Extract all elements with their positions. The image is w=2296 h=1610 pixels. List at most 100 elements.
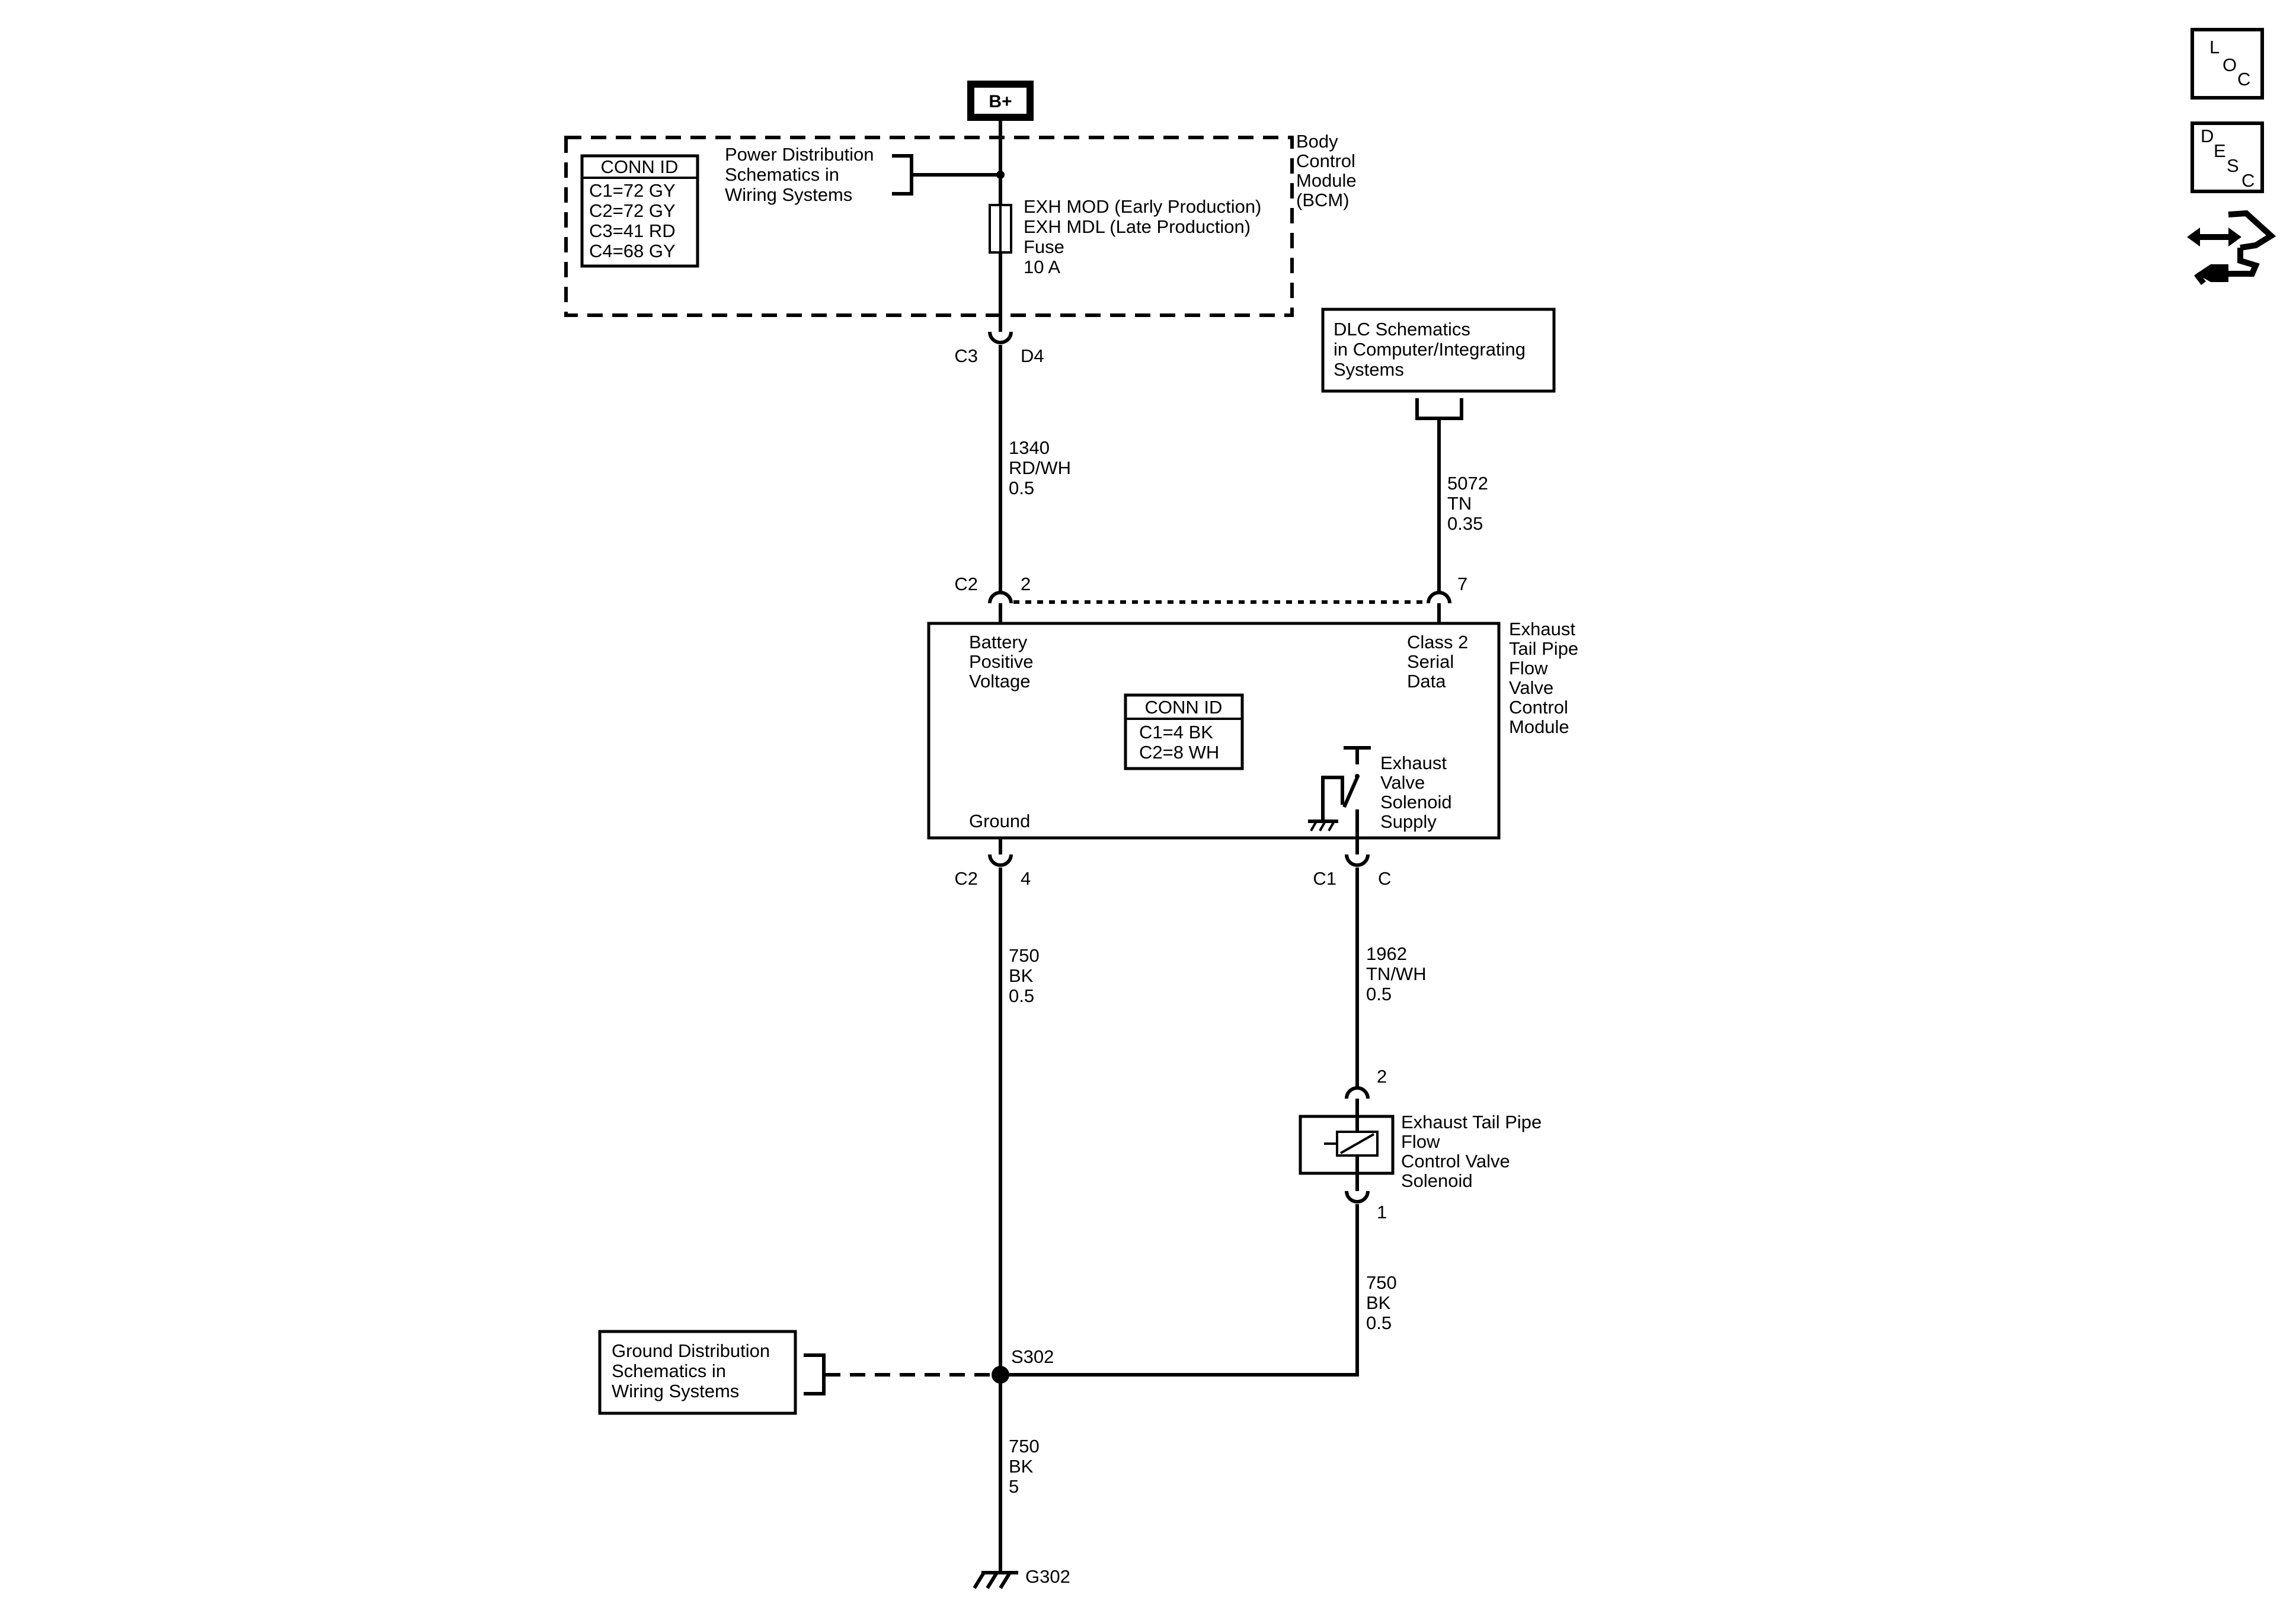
- text-line: Voltage: [969, 671, 1030, 692]
- module-bat-pin: 2: [1021, 574, 1031, 594]
- text-line: Positive: [969, 651, 1034, 672]
- ground-label: G302: [1025, 1566, 1070, 1587]
- module-sup-pin: C: [1378, 868, 1391, 889]
- text-line: TN: [1447, 493, 1472, 514]
- text-line: Flow: [1509, 658, 1548, 678]
- module-gnd-conn: C2: [954, 868, 978, 889]
- text-line: 1340: [1009, 437, 1050, 458]
- loc-letter-2: O: [2223, 55, 2237, 75]
- text-line: Tail Pipe: [1509, 638, 1578, 659]
- text-line: 5072: [1447, 473, 1488, 494]
- text-line: BK: [1009, 1456, 1034, 1477]
- module-bat-conn: C2: [954, 574, 978, 594]
- solenoid-pin1-connector: [1345, 1190, 1370, 1204]
- text-line: Battery: [969, 632, 1028, 652]
- module-ground-label: Ground: [969, 811, 1030, 831]
- desc-letter-3: S: [2227, 155, 2239, 176]
- module-data-pin: 7: [1457, 574, 1467, 594]
- wire-750-solenoid-ground: [1000, 1204, 1359, 1377]
- text-line: Ground Distribution: [612, 1340, 770, 1361]
- text-line: Exhaust: [1509, 619, 1575, 639]
- solenoid-symbol: [1299, 1115, 1395, 1175]
- text-line: Serial: [1407, 651, 1454, 672]
- text-line: 0.5: [1366, 1313, 1392, 1333]
- text-line: Body: [1296, 131, 1338, 152]
- fuse-label: EXH MOD (Early Production)EXH MDL (Late …: [1024, 196, 1261, 277]
- text-line: 750: [1009, 945, 1040, 966]
- text-line: Module: [1296, 170, 1357, 191]
- text-line: Supply: [1380, 811, 1437, 832]
- text-line: 0.35: [1447, 513, 1483, 534]
- desc-letter-2: E: [2214, 140, 2226, 161]
- text-line: Control: [1296, 151, 1355, 171]
- module-sup-conn: C1: [1313, 868, 1336, 889]
- text-line: Module: [1509, 716, 1569, 737]
- text-line: BK: [1366, 1292, 1391, 1313]
- solenoid-pin-top: 2: [1377, 1066, 1387, 1087]
- b-plus-label: B+: [989, 92, 1012, 111]
- text-line: 0.5: [1009, 478, 1034, 498]
- text-line: Exhaust Tail Pipe: [1401, 1112, 1542, 1132]
- text-line: TN/WH: [1366, 964, 1427, 984]
- text-line: 750: [1366, 1272, 1397, 1293]
- text-line: Schematics in: [725, 164, 839, 185]
- text-line: C2=8 WH: [1139, 742, 1219, 763]
- loc-letter-1: L: [2209, 37, 2220, 57]
- text-line: Power Distribution: [725, 144, 874, 165]
- internal-low-side-switch: [1308, 746, 1371, 838]
- text-line: DLC Schematics: [1334, 319, 1470, 340]
- text-line: Class 2: [1407, 632, 1468, 652]
- text-line: 10 A: [1024, 257, 1060, 277]
- text-line: EXH MDL (Late Production): [1024, 216, 1251, 237]
- location-icon[interactable]: L O C: [2191, 28, 2264, 100]
- text-line: RD/WH: [1009, 457, 1071, 478]
- text-line: Control Valve: [1401, 1151, 1510, 1172]
- text-line: C1=4 BK: [1139, 722, 1213, 742]
- text-line: C3=41 RD: [589, 220, 676, 241]
- description-icon[interactable]: D E S C: [2191, 121, 2264, 193]
- bcm-conn-id-header: CONN ID: [601, 156, 679, 177]
- text-line: BK: [1009, 965, 1034, 986]
- text-line: 750: [1009, 1436, 1040, 1457]
- text-line: Flow: [1401, 1131, 1440, 1152]
- text-line: C2=72 GY: [589, 200, 676, 221]
- bcm-outline: [564, 136, 1294, 317]
- module-c2-pin2-connector: [988, 591, 1013, 604]
- text-line: C1=72 GY: [589, 180, 676, 201]
- power-distribution-bracket: [892, 154, 913, 196]
- text-line: 5: [1009, 1476, 1019, 1497]
- loc-letter-3: C: [2237, 69, 2250, 89]
- text-line: Solenoid: [1401, 1170, 1473, 1191]
- text-line: EXH MOD (Early Production): [1024, 196, 1261, 217]
- connector-repair-icon[interactable]: [2187, 210, 2276, 285]
- text-line: (BCM): [1296, 190, 1350, 210]
- text-line: Valve: [1380, 772, 1425, 793]
- text-line: Systems: [1334, 359, 1404, 380]
- text-line: in Computer/Integrating: [1334, 339, 1526, 360]
- bcm-pin-id: D4: [1021, 345, 1044, 366]
- text-line: C4=68 GY: [589, 241, 676, 261]
- module-conn-id-header: CONN ID: [1145, 697, 1223, 718]
- text-line: Control: [1509, 697, 1568, 718]
- module-pin7-connector: [1427, 591, 1451, 604]
